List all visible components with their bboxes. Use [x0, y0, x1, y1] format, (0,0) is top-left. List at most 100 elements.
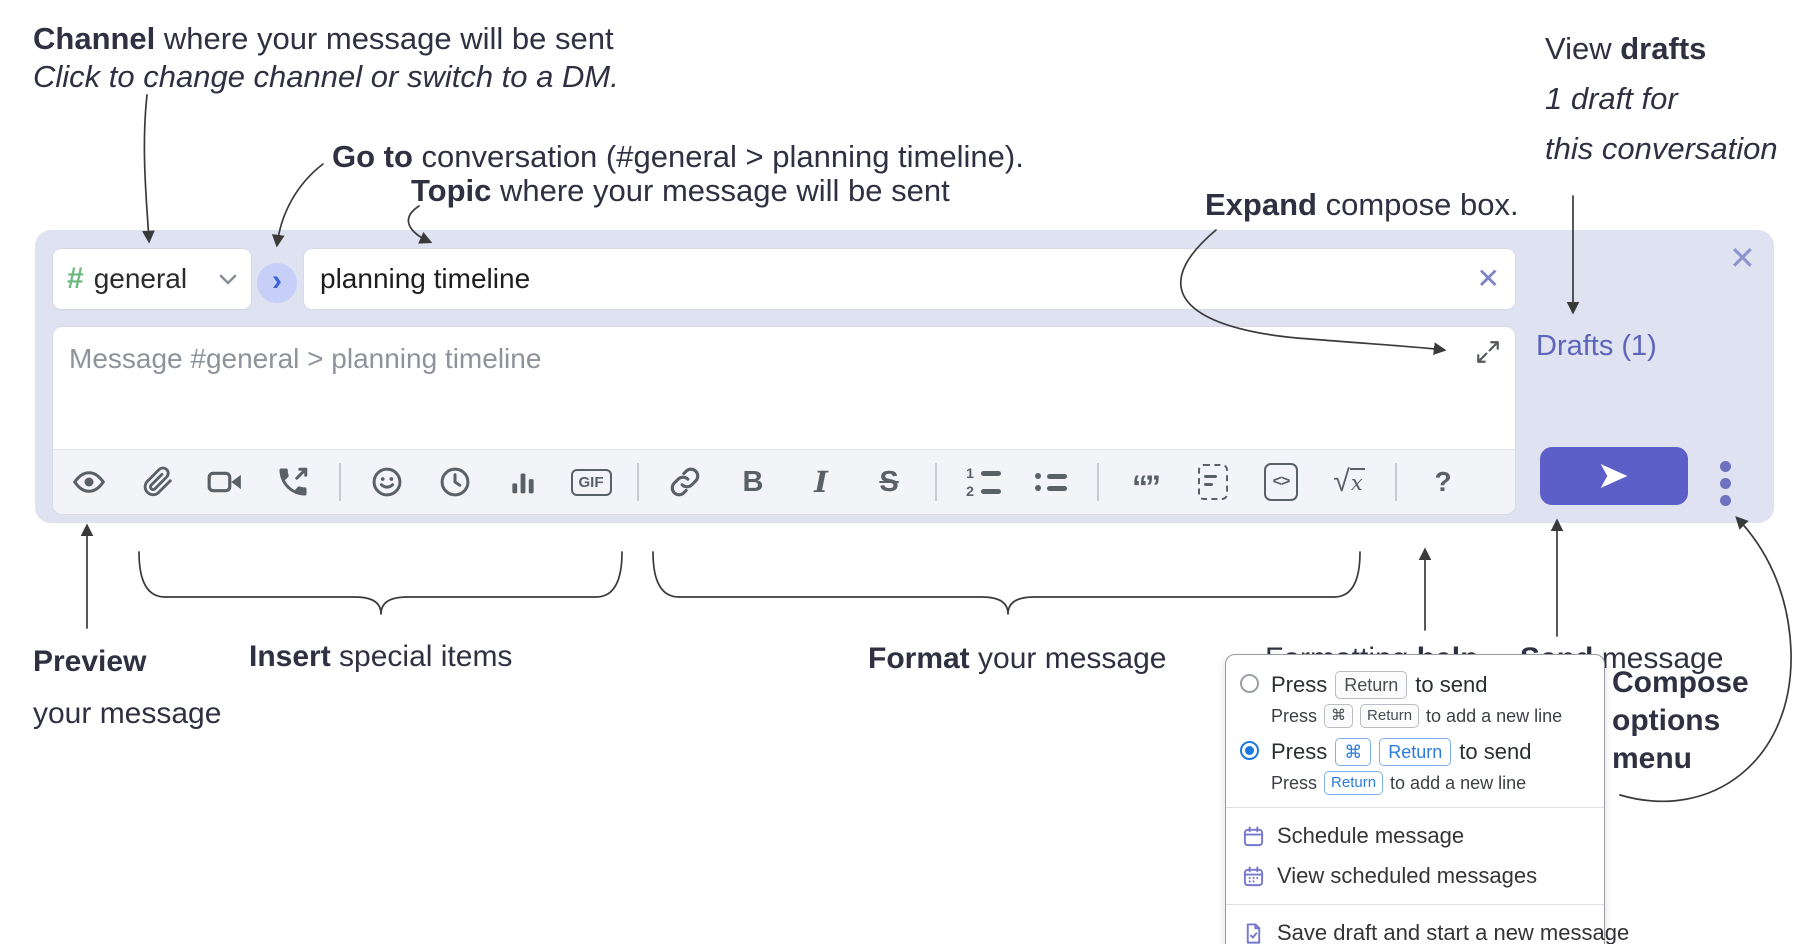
strikethrough-icon[interactable]: S — [879, 465, 899, 498]
annotation-view-drafts-line3: this conversation — [1545, 131, 1778, 166]
annotation-go-to-bold: Go to — [332, 139, 413, 174]
video-call-icon[interactable] — [203, 460, 247, 504]
ol-number-2: 2 — [966, 483, 974, 499]
link-icon[interactable] — [663, 460, 707, 504]
expand-compose-icon[interactable] — [1475, 339, 1501, 365]
menu-item-schedule-message[interactable]: Schedule message — [1226, 816, 1604, 856]
option2-sub-post: to add a new line — [1390, 772, 1527, 793]
calendar-icon — [1243, 825, 1264, 846]
channel-name: general — [93, 263, 188, 294]
annotation-insert: Insert special items — [249, 638, 512, 676]
annotation-topic: Topic where your message will be sent — [411, 172, 950, 210]
annotation-channel: Channel where your message will be sent … — [33, 20, 619, 96]
annotation-go-to: Go to conversation (#general > planning … — [332, 138, 1024, 176]
formatting-help-icon[interactable]: ? — [1434, 466, 1452, 497]
annotation-insert-rest: special items — [330, 640, 513, 673]
topic-field: ✕ — [303, 248, 1516, 310]
gif-label: GIF — [570, 468, 612, 496]
spoiler-icon[interactable] — [1191, 460, 1235, 504]
annotation-go-to-rest: conversation (#general > planning timeli… — [412, 139, 1024, 174]
toolbar-divider — [935, 463, 937, 501]
annotation-expand-bold: Expand — [1205, 187, 1317, 222]
compose-toolbar: GIF B I S 1 2 — [53, 449, 1515, 514]
option2-pre: Press — [1271, 739, 1328, 764]
send-plane-icon — [1600, 464, 1628, 488]
sqrt-glyph: √ — [1333, 465, 1350, 498]
draft-document-icon — [1246, 922, 1261, 944]
radio-unselected-icon[interactable] — [1240, 674, 1259, 693]
brace-format-items — [652, 551, 1361, 615]
gif-icon[interactable]: GIF — [569, 460, 613, 504]
return-key-chip: Return — [1379, 738, 1452, 766]
annotation-topic-rest: where your message will be sent — [491, 173, 950, 208]
close-compose-icon[interactable]: ✕ — [1729, 240, 1756, 276]
voice-call-icon[interactable] — [271, 460, 315, 504]
annotation-channel-bold: Channel — [33, 21, 156, 56]
option2-post: to send — [1459, 739, 1532, 764]
option1-pre: Press — [1271, 672, 1328, 697]
code-icon[interactable]: <> — [1259, 460, 1303, 504]
channel-selector[interactable]: # general — [52, 248, 252, 310]
calendar-grid-icon — [1243, 865, 1264, 886]
go-to-conversation-button[interactable]: › — [257, 263, 297, 303]
annotation-channel-line2: Click to change channel or switch to a D… — [33, 59, 619, 94]
annotation-channel-rest: where your message will be sent — [155, 21, 614, 56]
cmd-key-chip: ⌘ — [1335, 738, 1372, 766]
chevron-right-icon: › — [272, 264, 282, 297]
topic-input[interactable] — [303, 248, 1516, 310]
annotation-insert-bold: Insert — [249, 640, 331, 673]
menu-divider — [1226, 904, 1604, 905]
emoji-icon[interactable] — [365, 460, 409, 504]
compose-options-kebab-icon[interactable] — [1712, 458, 1738, 508]
drafts-link[interactable]: Drafts (1) — [1536, 330, 1657, 362]
annotation-preview-bold: Preview — [33, 645, 147, 678]
annotation-expand: Expand compose box. — [1205, 186, 1519, 224]
annotation-format-bold: Format — [868, 642, 970, 675]
ol-number-1: 1 — [966, 465, 974, 481]
poll-chart-icon[interactable] — [501, 460, 545, 504]
cmd-key-chip: ⌘ — [1324, 704, 1354, 728]
preview-eye-icon[interactable] — [67, 460, 111, 504]
toolbar-divider — [637, 463, 639, 501]
annotation-view-drafts-line2: 1 draft for — [1545, 81, 1678, 116]
clear-topic-icon[interactable]: ✕ — [1476, 263, 1500, 294]
annotation-view-drafts-bold: drafts — [1620, 31, 1707, 66]
compose-options-menu: Press Return to send Press ⌘ Return to a… — [1225, 654, 1629, 944]
radio-selected-icon[interactable] — [1240, 741, 1259, 760]
annotation-expand-rest: compose box. — [1316, 187, 1519, 222]
option1-sub-post: to add a new line — [1426, 705, 1563, 726]
annotation-compose-options-line3: menu — [1612, 742, 1693, 775]
math-icon[interactable]: √x — [1327, 460, 1371, 504]
menu-item-view-scheduled-messages[interactable]: View scheduled messages — [1226, 856, 1604, 896]
quote-icon[interactable]: “” — [1132, 469, 1161, 505]
option-cmd-enter-to-send[interactable]: Press ⌘ Return to send Press Return to a… — [1226, 732, 1604, 799]
annotation-format-rest: your message — [969, 642, 1167, 675]
return-key-chip: Return — [1324, 771, 1384, 795]
annotation-view-drafts: View drafts 1 draft for this conversatio… — [1545, 24, 1778, 174]
arrow-channel — [142, 94, 155, 244]
attach-file-icon[interactable] — [135, 460, 179, 504]
send-button[interactable] — [1540, 447, 1688, 505]
annotation-topic-bold: Topic — [411, 173, 492, 208]
option2-sub-pre: Press — [1271, 772, 1318, 793]
channel-hash-icon: # — [67, 262, 84, 295]
global-time-icon[interactable] — [433, 460, 477, 504]
bold-icon[interactable]: B — [742, 465, 764, 498]
return-key-chip: Return — [1360, 704, 1420, 728]
toolbar-divider — [1097, 463, 1099, 501]
annotation-format: Format your message — [868, 640, 1166, 678]
bulleted-list-icon[interactable] — [1029, 460, 1073, 504]
annotation-preview: Preview your message — [33, 636, 221, 740]
menu-item-label: View scheduled messages — [1277, 863, 1538, 888]
option-enter-to-send[interactable]: Press Return to send Press ⌘ Return to a… — [1226, 665, 1604, 732]
italic-icon[interactable]: I — [814, 465, 828, 499]
menu-divider — [1226, 807, 1604, 808]
compose-box: # general › ✕ ✕ — [35, 230, 1774, 523]
numbered-list-icon[interactable]: 1 2 — [961, 460, 1005, 504]
menu-item-save-draft[interactable]: Save draft and start a new message — [1226, 913, 1629, 944]
brace-insert-items — [138, 551, 623, 615]
message-input[interactable] — [53, 327, 1515, 449]
math-variable: x — [1349, 468, 1365, 495]
chevron-down-icon — [219, 274, 237, 284]
toolbar-divider — [1395, 463, 1397, 501]
